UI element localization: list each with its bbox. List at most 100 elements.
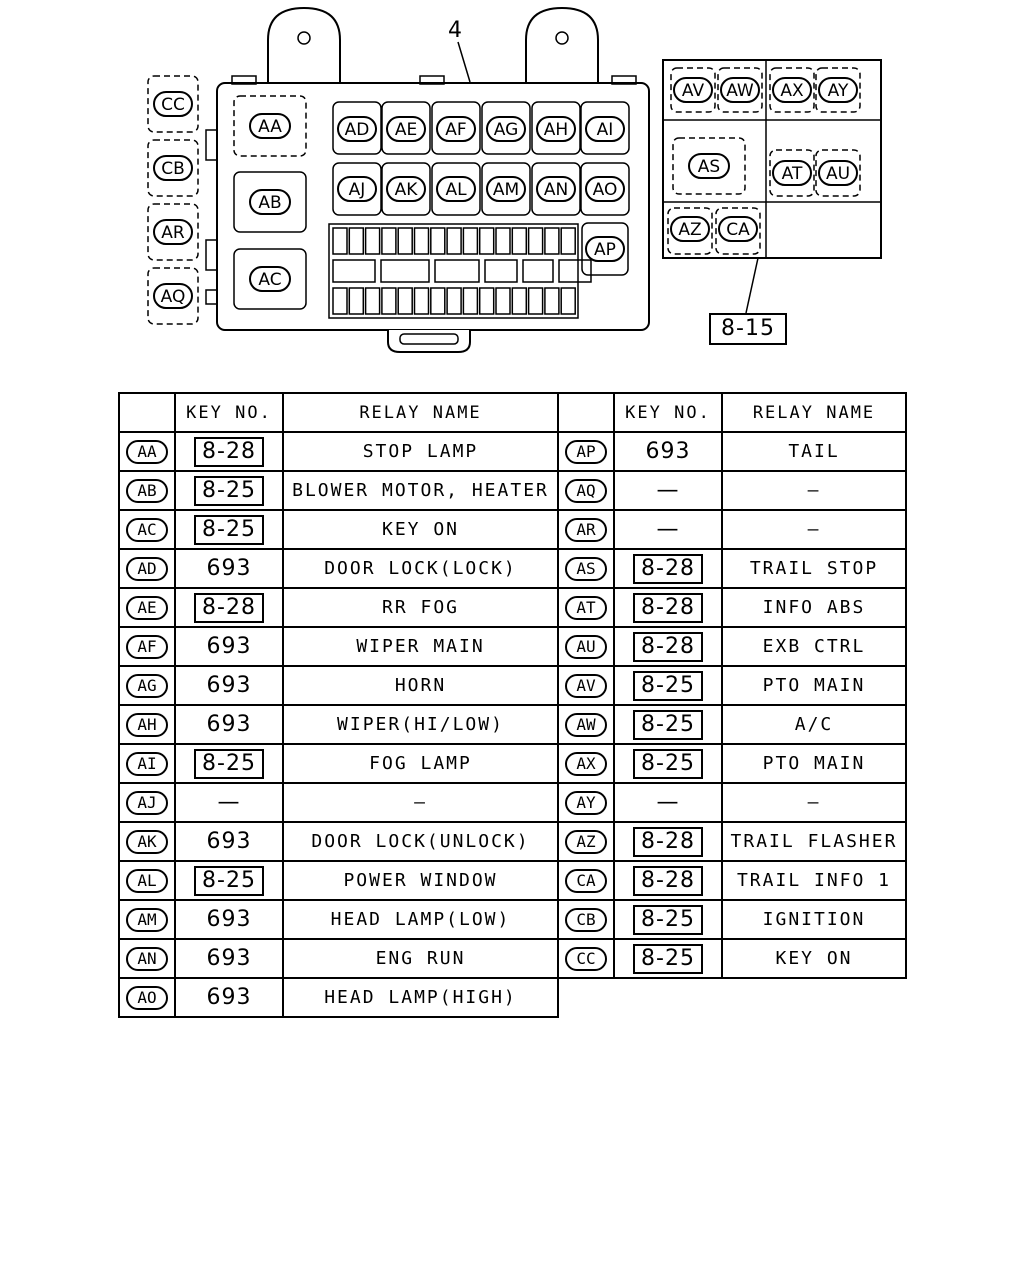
svg-text:AK: AK bbox=[395, 180, 419, 200]
fuse-slot bbox=[332, 259, 376, 283]
relay-name: PTO MAIN bbox=[762, 753, 866, 774]
svg-text:AO: AO bbox=[593, 180, 618, 200]
key-no-cell: 693 bbox=[174, 665, 284, 706]
relay-id-cell: AQ bbox=[557, 470, 615, 511]
relay-id-cell: AT bbox=[557, 587, 615, 628]
fuse-slot bbox=[527, 287, 544, 315]
bottom-connector bbox=[387, 330, 471, 353]
relay-id-cell: AB bbox=[118, 470, 176, 511]
relay-socket bbox=[769, 149, 815, 197]
relay-name-cell: — bbox=[721, 509, 907, 550]
relay-name: FOG LAMP bbox=[369, 753, 472, 774]
key-no-boxed: 8-28 bbox=[633, 826, 703, 857]
relay-id-pill: AP bbox=[565, 439, 607, 464]
relay-id-cell: AC bbox=[118, 509, 176, 550]
relay-id-cell: AF bbox=[118, 626, 176, 667]
key-no-boxed: 8-25 bbox=[633, 904, 703, 935]
relay-id-pill: AG bbox=[126, 673, 168, 698]
header-relay-left: RELAY NAME bbox=[282, 392, 559, 433]
empty-cell bbox=[722, 978, 906, 1017]
fuse-slot bbox=[446, 227, 462, 255]
key-no-cell: 693 bbox=[174, 821, 284, 862]
relay-name: — bbox=[414, 792, 427, 813]
key-no-cell: 8-28 bbox=[613, 821, 723, 862]
key-no-cell: 8-25 bbox=[174, 743, 284, 784]
key-no-boxed: 8-25 bbox=[633, 943, 703, 974]
key-no-boxed: 8-25 bbox=[633, 709, 703, 740]
relay-name-cell: DOOR LOCK(LOCK) bbox=[282, 548, 559, 589]
table-header-row: KEY NO. RELAY NAME KEY NO. RELAY NAME bbox=[118, 392, 907, 433]
relay-pill-ae: AE bbox=[386, 116, 426, 142]
relay-name: — bbox=[807, 519, 821, 540]
svg-text:AF: AF bbox=[445, 120, 466, 140]
svg-text:AN: AN bbox=[544, 180, 568, 200]
relay-pill-as: AS bbox=[688, 153, 730, 179]
relay-name-cell: STOP LAMP bbox=[282, 431, 559, 472]
relay-pill-cb: CB bbox=[153, 155, 193, 181]
key-no-cell: 693 bbox=[174, 626, 284, 667]
svg-text:AC: AC bbox=[258, 270, 281, 290]
relay-name: POWER WINDOW bbox=[343, 870, 498, 891]
relay-name: TRAIL STOP bbox=[749, 558, 879, 579]
header-id-left bbox=[118, 392, 176, 433]
relay-id-pill: CA bbox=[565, 868, 607, 893]
relay-socket bbox=[672, 137, 746, 195]
key-no-cell: 8-28 bbox=[174, 431, 284, 472]
header-id-right bbox=[557, 392, 615, 433]
fuse-slot bbox=[511, 287, 528, 315]
relay-id-cell: AL bbox=[118, 860, 176, 901]
relay-name: ENG RUN bbox=[375, 948, 466, 969]
relay-pill-ax: AX bbox=[772, 77, 812, 103]
relay-id-pill: AZ bbox=[565, 829, 607, 854]
relay-name-cell: WIPER MAIN bbox=[282, 626, 559, 667]
relay-name: INFO ABS bbox=[762, 597, 866, 618]
key-no-value: — bbox=[656, 478, 680, 503]
relay-socket bbox=[332, 162, 382, 216]
key-no-cell: 693 bbox=[613, 431, 723, 472]
svg-text:AJ: AJ bbox=[349, 180, 366, 200]
key-no-value: 693 bbox=[206, 829, 252, 854]
key-no-cell: 8-25 bbox=[613, 665, 723, 706]
key-no-value: — bbox=[656, 790, 680, 815]
fuse-slot bbox=[397, 227, 413, 255]
relay-socket bbox=[332, 101, 382, 155]
relay-name: KEY ON bbox=[381, 519, 460, 540]
fuse-slot bbox=[446, 287, 462, 315]
relay-id-pill: AA bbox=[126, 439, 168, 464]
key-no-cell: 8-28 bbox=[613, 587, 723, 628]
relay-name: EXB CTRL bbox=[762, 636, 866, 657]
relay-socket bbox=[381, 162, 431, 216]
relay-socket bbox=[233, 95, 307, 157]
svg-text:AA: AA bbox=[258, 117, 282, 137]
relay-name: TRAIL INFO 1 bbox=[736, 870, 892, 891]
relay-pill-ah: AH bbox=[536, 116, 576, 142]
relay-pill-ak: AK bbox=[386, 176, 426, 202]
relay-table: KEY NO. RELAY NAME KEY NO. RELAY NAME AA… bbox=[118, 392, 907, 1018]
relay-id-cell: AD bbox=[118, 548, 176, 589]
key-no-cell: 8-28 bbox=[613, 548, 723, 589]
relay-name-cell: — bbox=[721, 470, 907, 511]
key-no-cell: 8-25 bbox=[174, 860, 284, 901]
relay-socket bbox=[431, 101, 481, 155]
relay-name-cell: POWER WINDOW bbox=[282, 860, 559, 901]
relay-pill-au: AU bbox=[818, 160, 858, 186]
svg-text:AW: AW bbox=[726, 81, 754, 101]
relay-id-cell: AU bbox=[557, 626, 615, 667]
callout-aux: 8-15 bbox=[709, 313, 787, 345]
empty-cell bbox=[614, 978, 722, 1017]
svg-text:AM: AM bbox=[493, 180, 519, 200]
mounting-tab-left bbox=[267, 6, 341, 82]
fuse-slot bbox=[478, 227, 495, 255]
relay-id-cell: AV bbox=[557, 665, 615, 706]
key-no-boxed: 8-25 bbox=[194, 514, 264, 545]
relay-socket bbox=[815, 67, 861, 113]
relay-name: DOOR LOCK(UNLOCK) bbox=[311, 831, 530, 852]
fuse-slot bbox=[348, 227, 365, 255]
key-no-value: — bbox=[217, 790, 241, 815]
relay-name-cell: — bbox=[721, 782, 907, 823]
